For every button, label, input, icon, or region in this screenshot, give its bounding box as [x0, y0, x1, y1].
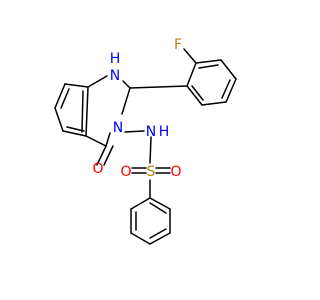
bond	[220, 59, 237, 80]
bond	[54, 83, 66, 109]
bond	[186, 62, 197, 87]
sulfonamide-h-label: H	[159, 124, 170, 140]
bond	[85, 86, 89, 137]
bond	[225, 78, 237, 103]
bond	[129, 85, 188, 89]
bond	[149, 232, 171, 245]
bond	[149, 136, 152, 164]
bond	[149, 197, 171, 210]
bond	[221, 79, 231, 99]
bond	[201, 101, 227, 106]
carbonyl-o-label: O	[92, 161, 103, 177]
bond	[122, 80, 131, 89]
bond	[130, 232, 151, 245]
bond	[124, 130, 145, 133]
bond	[60, 88, 70, 109]
bond	[130, 197, 151, 210]
bond	[186, 85, 203, 106]
sulfur-atom-label: S	[147, 164, 156, 180]
molecule-structure: F H N N O N H S O O	[54, 37, 237, 245]
bond	[54, 107, 64, 132]
bond	[149, 228, 167, 239]
fluorine-atom-label: F	[174, 37, 182, 53]
ring-n-label: N	[113, 120, 123, 136]
bonds	[54, 48, 237, 245]
amine-n-label: N	[110, 68, 120, 84]
bond	[96, 145, 107, 166]
bond	[85, 135, 107, 147]
sulfonamide-n-label: N	[146, 124, 156, 140]
bond	[81, 90, 84, 133]
bond	[198, 64, 219, 69]
bond	[191, 85, 204, 101]
sulfonyl-o-left-label: O	[120, 164, 131, 180]
bond	[66, 126, 85, 132]
bond	[105, 132, 111, 147]
bond	[64, 83, 89, 88]
bond	[195, 59, 222, 64]
bond	[62, 130, 87, 137]
bond	[103, 145, 114, 166]
amine-h-label: H	[110, 51, 121, 67]
atom-labels: F H N N O N H S O O	[92, 37, 182, 180]
bond	[183, 48, 197, 64]
bond	[121, 87, 131, 115]
sulfonyl-o-right-label: O	[170, 164, 181, 180]
bond	[149, 202, 167, 214]
bond	[87, 75, 108, 88]
